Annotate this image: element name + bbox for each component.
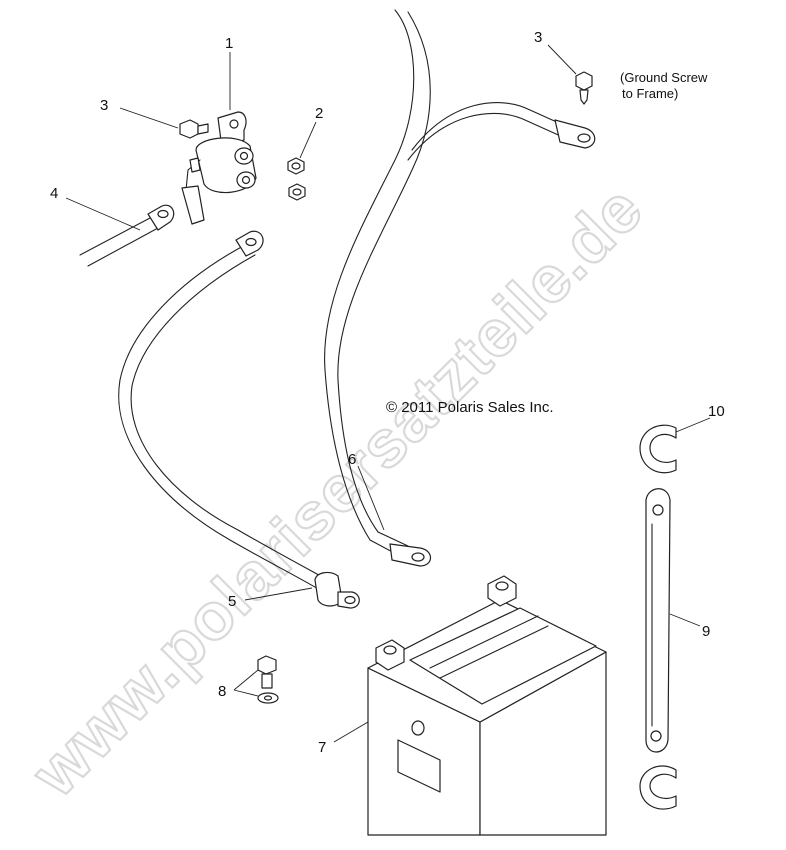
callout-3-solenoid-screw: 3 [100,97,108,114]
callout-8: 8 [218,683,226,700]
nuts [287,157,306,201]
callout-5: 5 [228,593,236,610]
callout-4: 4 [50,185,58,202]
ground-screw [575,71,593,105]
hold-down-strap [645,488,671,753]
cable-5 [118,230,360,609]
callout-10: 10 [708,403,725,420]
copyright-text: © 2011 Polaris Sales Inc. [386,399,554,416]
bolt-washer [257,655,279,704]
battery [367,575,607,836]
callout-6: 6 [348,451,356,468]
cable-4 [79,204,175,267]
strap-clips [639,424,677,810]
leader-lines [65,44,711,743]
callout-3-ground-screw: 3 [534,29,542,46]
ground-screw-note-line1: (Ground Screw [620,70,708,85]
solenoid [181,111,257,225]
cable-6 [324,9,596,567]
callout-7: 7 [318,739,326,756]
callout-2: 2 [315,105,323,122]
callout-9: 9 [702,623,710,640]
ground-screw-note-line2: to Frame) [622,86,678,101]
screw-solenoid [179,119,209,139]
callout-1: 1 [225,35,233,52]
